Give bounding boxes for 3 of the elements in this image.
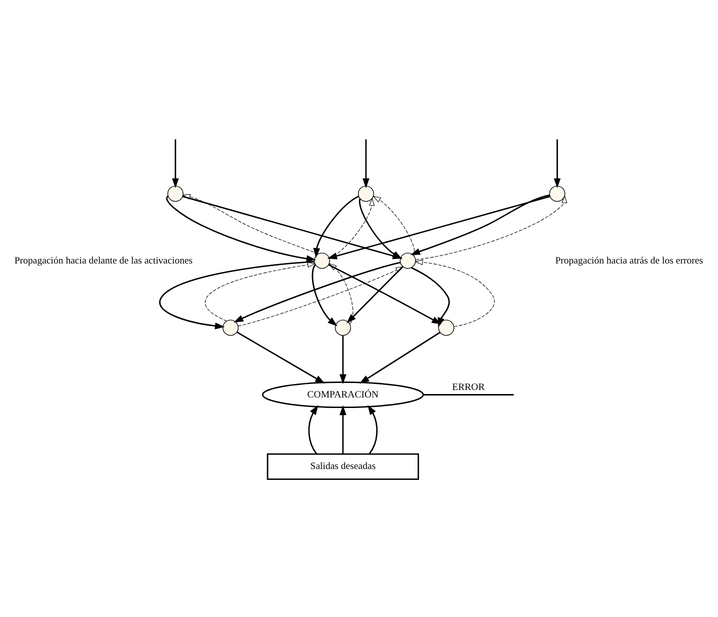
label: Propagación hacia atrás de los errores [555,254,704,266]
edge-label: ERROR [452,382,485,393]
label: Propagación hacia delante de las activaciones [14,254,193,266]
